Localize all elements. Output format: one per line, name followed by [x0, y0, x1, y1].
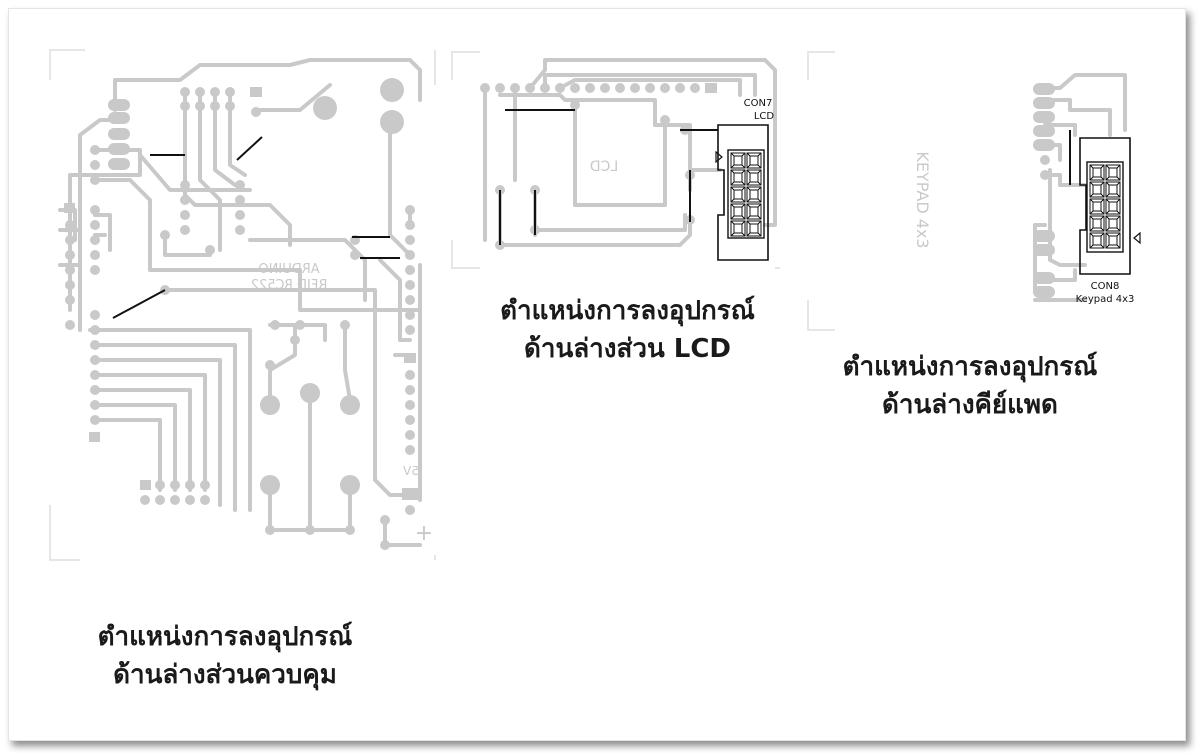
lcd-board-silk: LCD [590, 159, 618, 175]
keypad-caption: ตำแหน่งการลงอุปกรณ์ ด้านล่างคีย์แพด [800, 348, 1140, 424]
con8-ref-label: CON8 [1091, 281, 1120, 292]
con7-ref-label: CON7 [744, 98, 773, 109]
power-label: 5V [402, 464, 419, 478]
con7-name-label: LCD [754, 111, 775, 122]
con8-name-label: Keypad 4x3 [1076, 294, 1135, 305]
plus-symbol: + [415, 521, 433, 546]
control-caption-line1: ตำแหน่งการลงอุปกรณ์ [97, 622, 353, 652]
keypad-caption-line1: ตำแหน่งการลงอุปกรณ์ [842, 352, 1098, 382]
control-board-silk-rfid: RFID RC522 [251, 278, 328, 293]
control-caption-line2: ด้านล่างส่วนควบคุม [113, 660, 337, 690]
control-board: ARDUINO RFID RC522 5V + [49, 49, 436, 561]
jumper-wire [236, 136, 263, 161]
keypad-caption-line2: ด้านล่างคีย์แพด [882, 390, 1058, 420]
control-board-silk-arduino: ARDUINO [258, 262, 319, 277]
lcd-caption: ตำแหน่งการลงอุปกรณ์ ด้านล่างส่วน LCD [460, 292, 795, 368]
lcd-caption-line1: ตำแหน่งการลงอุปกรณ์ [500, 296, 755, 326]
jumper-wire [112, 289, 166, 319]
con8-connector: CON8 Keypad 4x3 [1076, 137, 1141, 305]
lcd-board: LCD [451, 51, 780, 269]
con7-connector: CON7 LCD [715, 98, 775, 261]
keypad-board: KEYPAD 4x3 [807, 51, 1141, 331]
lcd-caption-line2: ด้านล่างส่วน LCD [523, 334, 731, 364]
control-caption: ตำแหน่งการลงอุปกรณ์ ด้านล่างส่วนควบคุม [55, 618, 395, 694]
keypad-board-silk: KEYPAD 4x3 [913, 151, 932, 248]
